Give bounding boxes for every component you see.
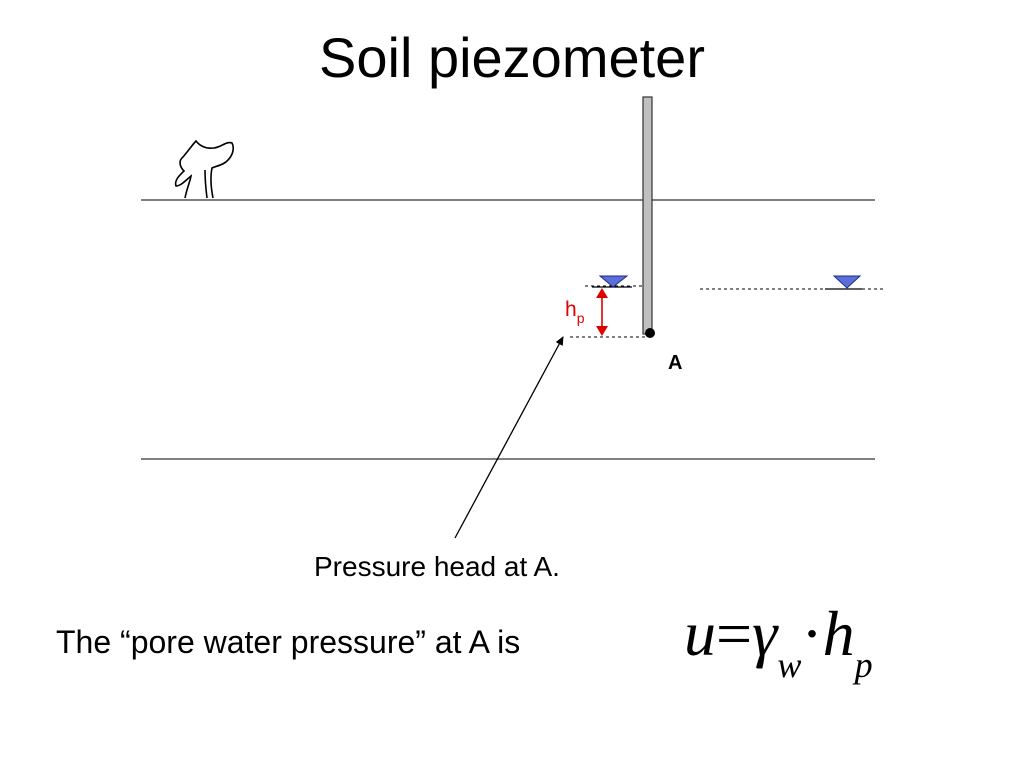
formula-h-sub: p — [854, 645, 873, 685]
hp-arrow-head-down — [596, 326, 608, 336]
formula-gamma: γ — [752, 598, 778, 669]
tree-icon — [174, 139, 235, 199]
hp-arrow-head-up — [596, 288, 608, 298]
formula-u: u — [684, 598, 716, 669]
point-a-label: A — [668, 352, 682, 374]
formula-h: h — [822, 598, 855, 669]
hp-label-base: h — [565, 298, 577, 321]
pore-pressure-statement: The “pore water pressure” at A is — [56, 624, 521, 660]
formula-equals: = — [716, 598, 753, 669]
hp-label: hp — [565, 298, 585, 326]
hp-label-sub: p — [577, 310, 585, 326]
slide-title: Soil piezometer — [319, 26, 705, 89]
piezometer-pipe — [642, 96, 653, 335]
formula-gamma-sub: w — [777, 645, 802, 685]
water-level-triangle-icon — [598, 275, 629, 288]
pore-pressure-formula: u=γw·hp — [684, 594, 873, 683]
caption-pointer-arrow — [454, 336, 564, 539]
groundwater-triangle-icon — [832, 275, 862, 289]
point-a-marker — [645, 328, 655, 338]
pressure-head-caption: Pressure head at A. — [314, 551, 560, 582]
formula-dot: · — [801, 598, 823, 669]
